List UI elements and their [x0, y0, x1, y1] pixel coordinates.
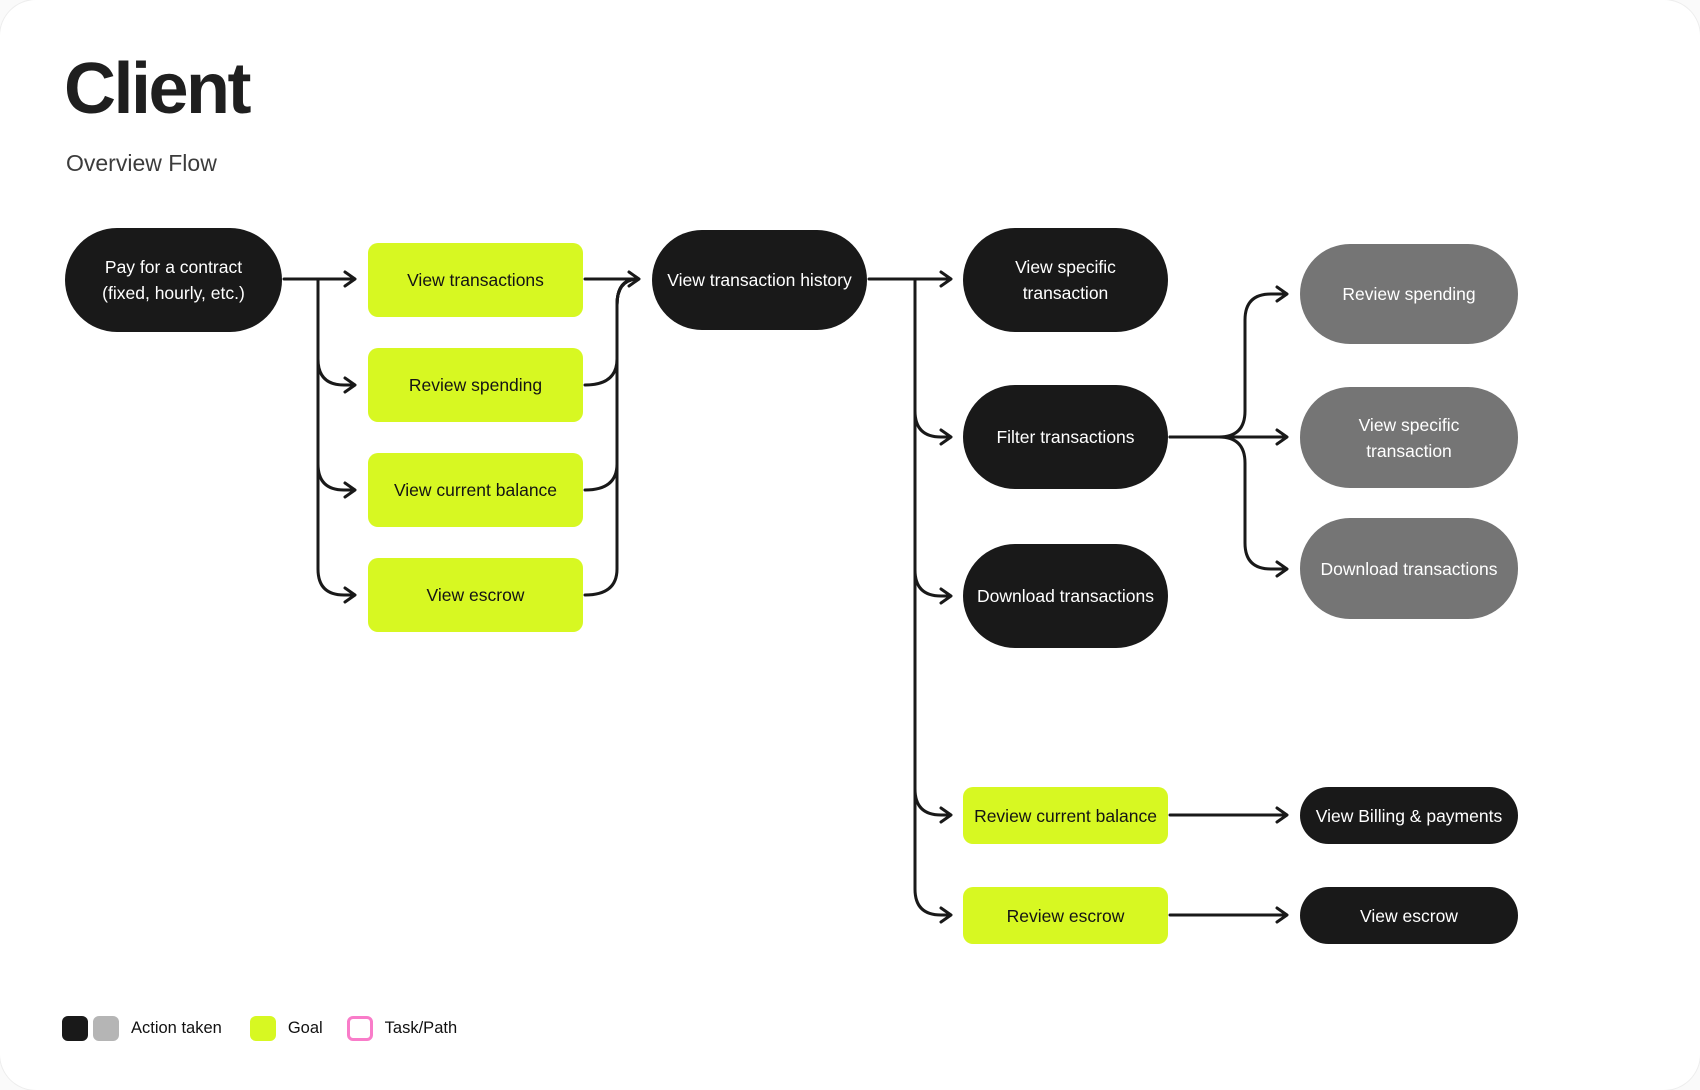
- node-view-specific-transaction: View specific transaction: [963, 228, 1168, 332]
- node-review-current-balance: Review current balance: [963, 787, 1168, 844]
- node-view-escrow-final: View escrow: [1300, 887, 1518, 944]
- connector-pay-to-view-escrow: [316, 277, 357, 604]
- legend-task-path-swatch: [346, 1015, 373, 1041]
- legend-label-task-path: Task/Path: [384, 1018, 458, 1037]
- connector-review-spending-to-history: [583, 277, 640, 387]
- node-view-current-balance: View current balance: [368, 453, 583, 527]
- connector-pay-to-review-spending: [316, 277, 357, 394]
- connector-filter-to-review-spending-gray: [1168, 285, 1289, 439]
- legend-label-goal: Goal: [287, 1018, 323, 1037]
- legend-goal-swatch: [249, 1015, 276, 1041]
- node-view-transaction-history: View transaction history: [652, 230, 867, 330]
- connector-filter-to-download-gray: [1168, 435, 1289, 578]
- legend-action-gray-swatch: [93, 1015, 119, 1041]
- legend: Action taken Goal Task/Path: [62, 1014, 457, 1042]
- node-view-specific-transaction-gray: View specific transaction: [1300, 387, 1518, 488]
- connector-history-to-review-escrow: [913, 277, 953, 924]
- legend-action-black-swatch: [62, 1015, 88, 1041]
- node-view-transactions: View transactions: [368, 243, 583, 317]
- node-download-transactions: Download transactions: [963, 544, 1168, 648]
- node-review-escrow: Review escrow: [963, 887, 1168, 944]
- node-download-transactions-gray: Download transactions: [1300, 518, 1518, 619]
- connector-group: [282, 270, 1289, 924]
- node-view-billing-payments: View Billing & payments: [1300, 787, 1518, 844]
- node-pay-for-contract: Pay for a contract (fixed, hourly, etc.): [65, 228, 282, 332]
- node-review-spending: Review spending: [368, 348, 583, 422]
- legend-label-action-taken: Action taken: [131, 1018, 222, 1037]
- connector-history-to-review-current-balance: [913, 277, 953, 824]
- node-view-escrow: View escrow: [368, 558, 583, 632]
- node-filter-transactions: Filter transactions: [963, 385, 1168, 489]
- page-subtitle: Overview Flow: [66, 150, 217, 176]
- connector-view-escrow-to-history: [583, 277, 640, 597]
- connector-history-to-filter: [913, 277, 953, 446]
- page-title: Client: [64, 49, 252, 129]
- node-review-spending-gray: Review spending: [1300, 244, 1518, 344]
